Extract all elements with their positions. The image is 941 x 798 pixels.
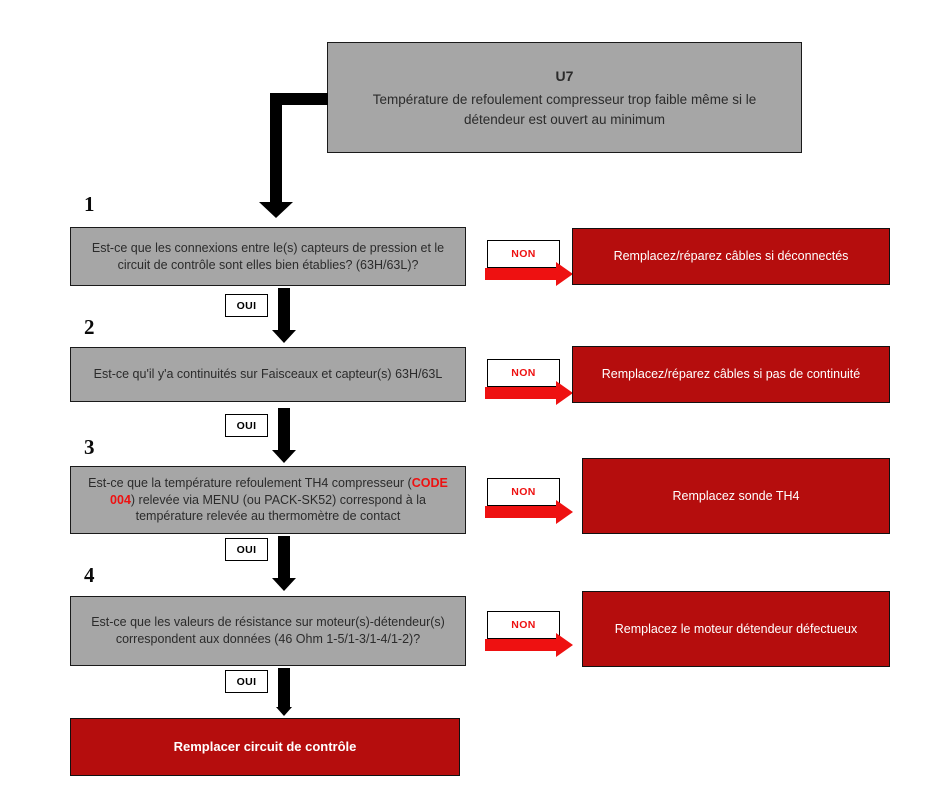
no-label-4: NON <box>487 611 560 639</box>
yes-arrow-head-1 <box>272 330 296 343</box>
action-text-4: Remplacez le moteur détendeur défectueux <box>614 621 858 636</box>
question-text-3-part1: Est-ce que la température refoulement TH… <box>88 475 412 490</box>
yes-arrow-shaft-3 <box>278 536 290 579</box>
question-text-3-part2: ) relevée via MENU (ou PACK-SK52) corres… <box>130 492 426 524</box>
no-arrow-shaft-4 <box>485 639 558 651</box>
yes-arrow-head-2 <box>272 450 296 463</box>
fault-code-label: U7 <box>555 67 574 84</box>
no-arrow-shaft-2 <box>485 387 558 399</box>
action-box-1: Remplacez/réparez câbles si déconnectés <box>572 228 890 285</box>
yes-label-3: OUI <box>225 538 268 561</box>
step-number-4: 4 <box>84 563 95 587</box>
action-box-3: Remplacez sonde TH4 <box>582 458 890 534</box>
no-arrow-head-2 <box>556 381 573 405</box>
yes-label-4: OUI <box>225 670 268 693</box>
question-text-2: Est-ce qu'il y'a continuités sur Faiscea… <box>93 367 443 382</box>
yes-arrow-shaft-2 <box>278 408 290 451</box>
no-label-3: NON <box>487 478 560 506</box>
question-text-3: Est-ce que la température refoulement TH… <box>81 475 455 526</box>
fault-description: Température de refoulement compresseur t… <box>372 92 757 127</box>
yes-arrow-head-4 <box>276 707 292 716</box>
question-box-3: Est-ce que la température refoulement TH… <box>70 466 466 534</box>
question-text-4: Est-ce que les valeurs de résistance sur… <box>91 615 445 646</box>
no-arrow-shaft-3 <box>485 506 558 518</box>
action-text-1: Remplacez/réparez câbles si déconnectés <box>613 249 849 264</box>
final-action-text: Remplacer circuit de contrôle <box>173 739 357 755</box>
final-action-box: Remplacer circuit de contrôle <box>70 718 460 776</box>
step-number-2: 2 <box>84 315 95 339</box>
no-arrow-head-1 <box>556 262 573 286</box>
question-text-1: Est-ce que les connexions entre le(s) ca… <box>91 240 445 272</box>
question-box-2: Est-ce qu'il y'a continuités sur Faiscea… <box>70 347 466 402</box>
yes-arrow-head-3 <box>272 578 296 591</box>
action-box-4: Remplacez le moteur détendeur défectueux <box>582 591 890 667</box>
no-arrow-head-3 <box>556 500 573 524</box>
fault-header-box: U7 Température de refoulement compresseu… <box>327 42 802 153</box>
no-arrow-shaft-1 <box>485 268 558 280</box>
no-arrow-head-4 <box>556 633 573 657</box>
action-text-3: Remplacez sonde TH4 <box>672 488 800 503</box>
header-connector-vertical <box>270 93 282 203</box>
header-connector-arrowhead <box>259 202 293 218</box>
yes-arrow-shaft-1 <box>278 288 290 331</box>
no-label-2: NON <box>487 359 560 387</box>
question-box-1: Est-ce que les connexions entre le(s) ca… <box>70 227 466 286</box>
action-text-2: Remplacez/réparez câbles si pas de conti… <box>601 367 861 382</box>
step-number-1: 1 <box>84 192 95 216</box>
yes-arrow-shaft-4 <box>278 668 290 708</box>
yes-label-2: OUI <box>225 414 268 437</box>
error-code-highlight: CODE 004 <box>110 475 448 507</box>
action-box-2: Remplacez/réparez câbles si pas de conti… <box>572 346 890 403</box>
header-connector-horizontal <box>270 93 328 105</box>
step-number-3: 3 <box>84 435 95 459</box>
yes-label-1: OUI <box>225 294 268 317</box>
question-box-4: Est-ce que les valeurs de résistance sur… <box>70 596 466 666</box>
no-label-1: NON <box>487 240 560 268</box>
